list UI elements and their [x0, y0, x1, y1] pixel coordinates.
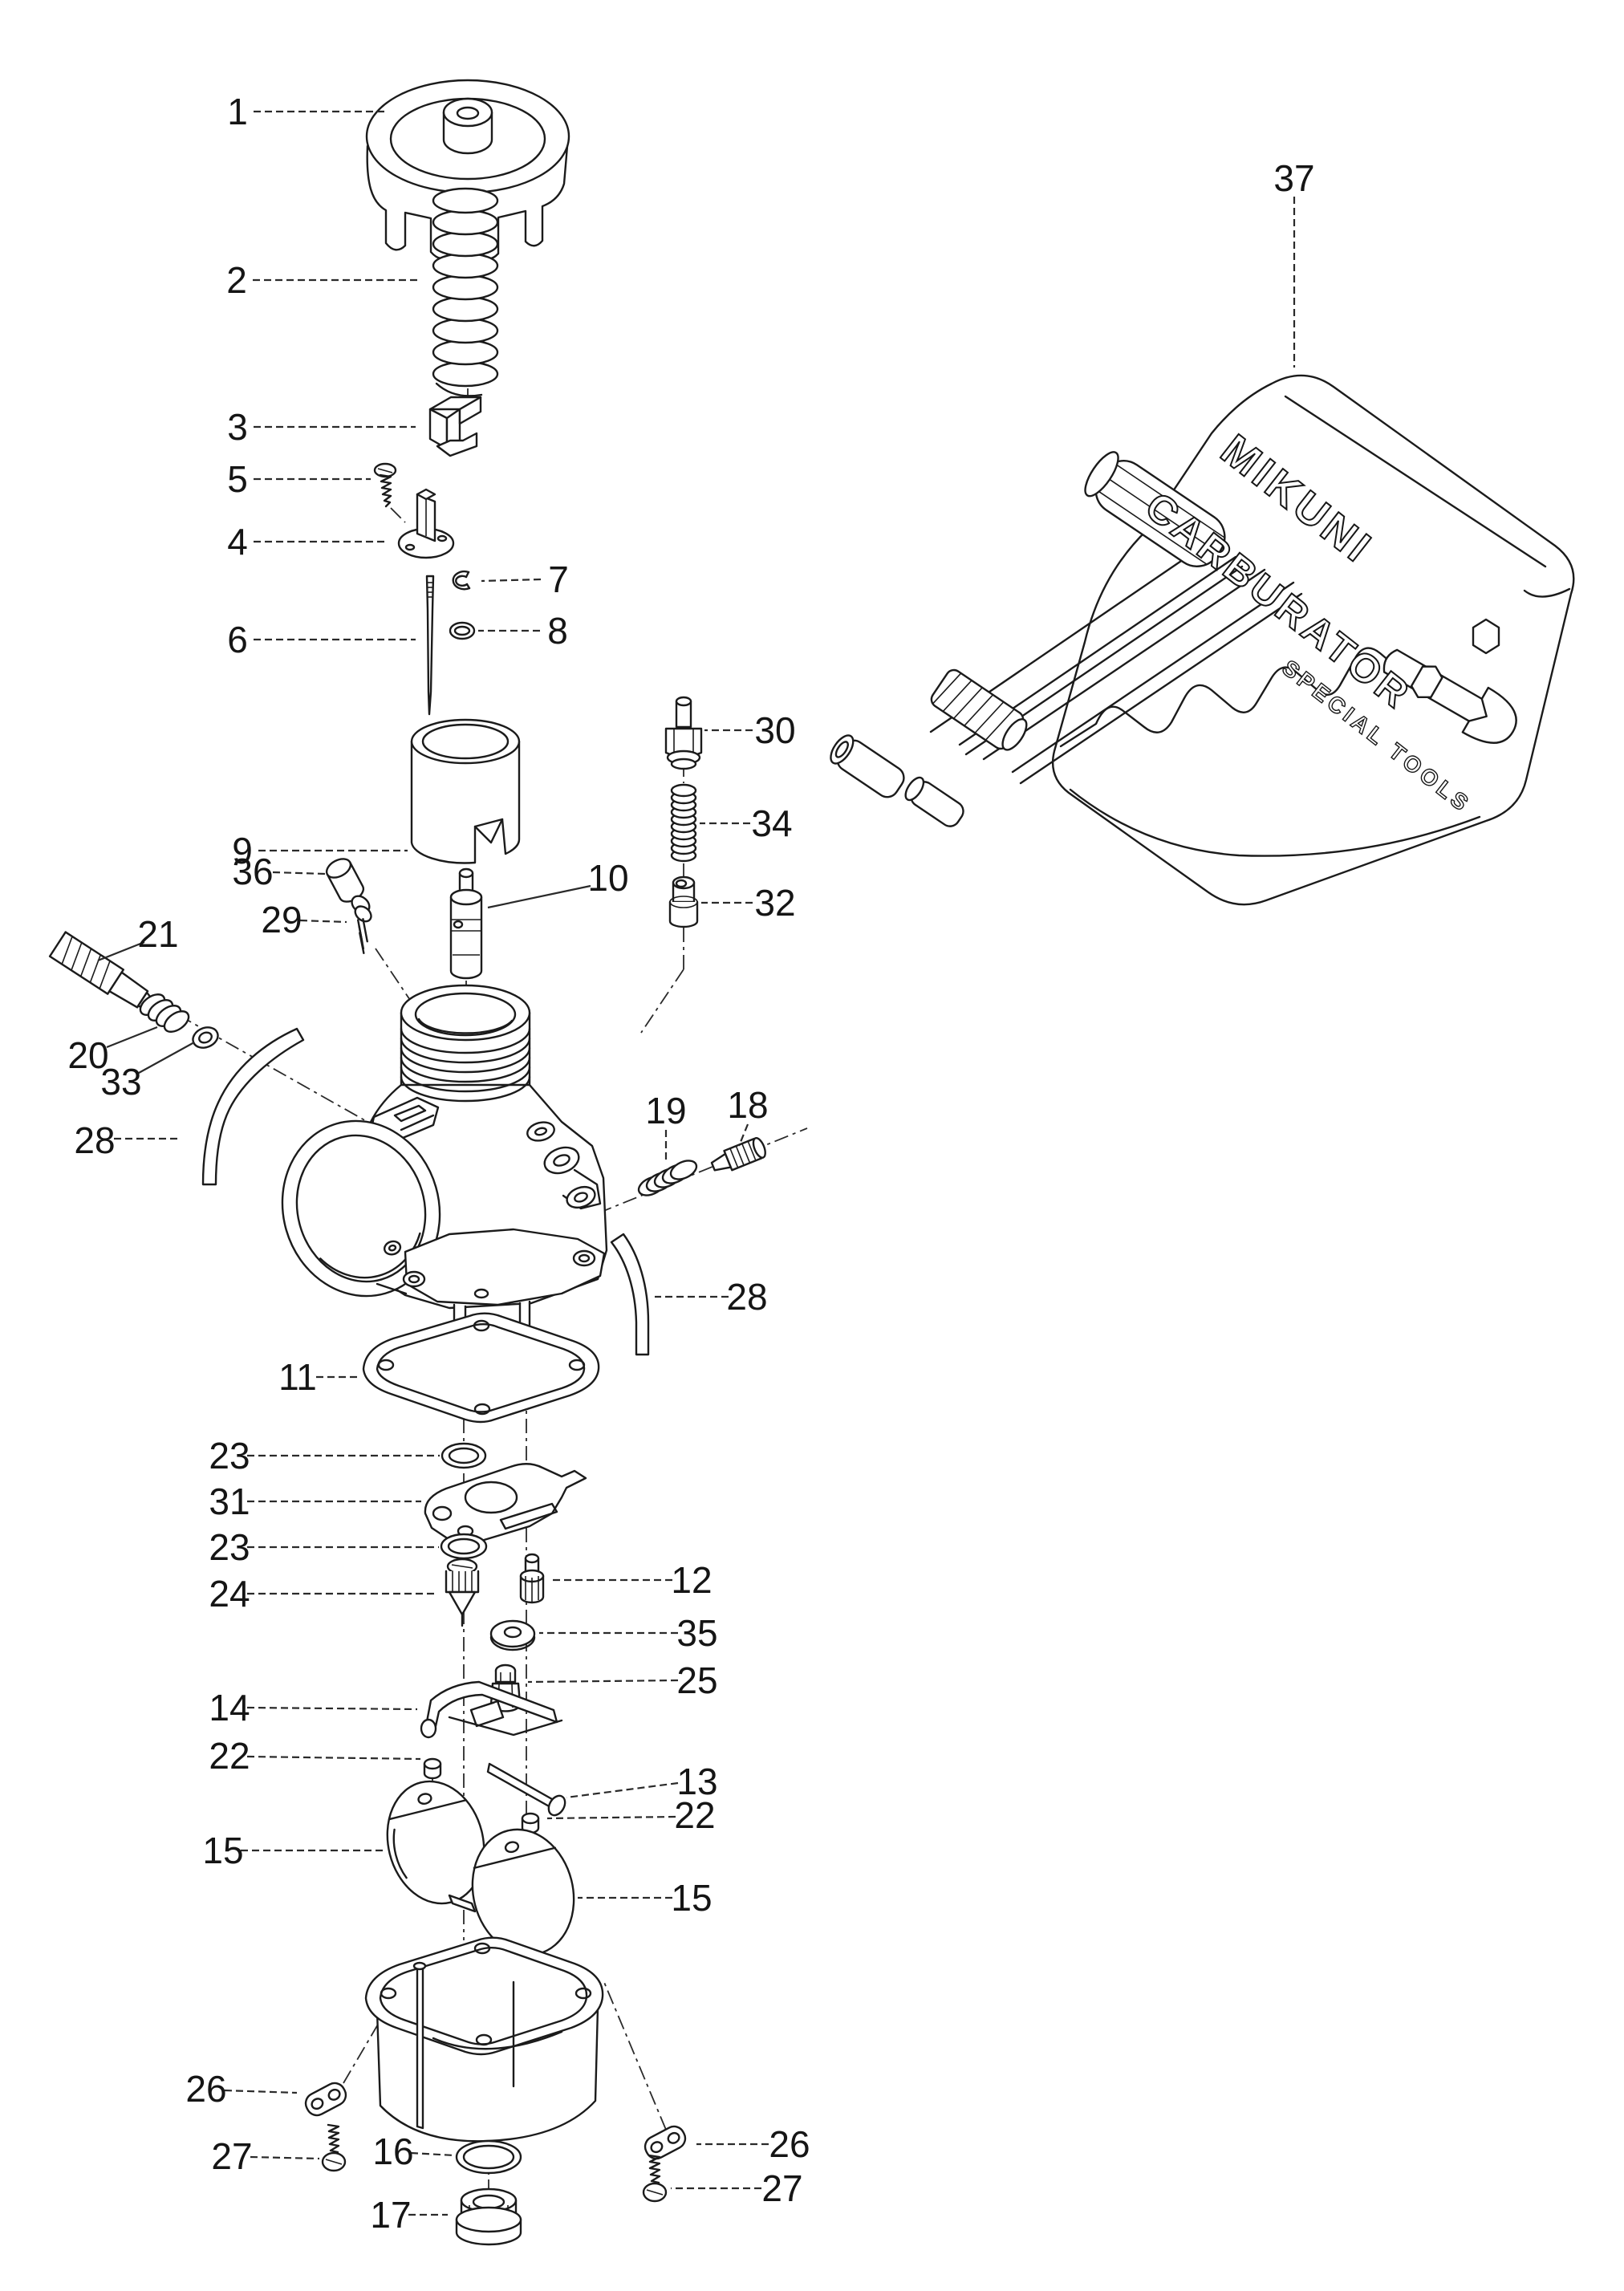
part-baffle-plate	[424, 1463, 587, 1544]
callout-27-left: 27	[211, 2135, 252, 2177]
callout-31: 31	[209, 1481, 250, 1522]
part-float-left	[386, 1780, 485, 1913]
part-bracket-left	[304, 2082, 347, 2117]
callout-26-left: 26	[185, 2068, 226, 2110]
part-float-hinge-pin	[486, 1762, 566, 1817]
part-drain-o-ring	[455, 2139, 522, 2175]
callout-20: 20	[67, 1034, 108, 1076]
callout-17: 17	[370, 2194, 411, 2236]
callout-23-upper: 23	[209, 1435, 250, 1477]
part-retainer-screw	[373, 462, 397, 508]
callout-24: 24	[209, 1573, 250, 1615]
callout-27-right: 27	[761, 2167, 802, 2209]
callout-21: 21	[137, 913, 178, 955]
part-throttle-slide	[410, 718, 521, 864]
part-o-ring-lower	[440, 1533, 488, 1560]
callout-13: 13	[676, 1761, 717, 1802]
callout-22-right: 22	[674, 1794, 715, 1836]
part-plunger-spring	[670, 783, 697, 863]
part-jet-needle	[425, 575, 435, 716]
part-bowl-gasket	[362, 1312, 600, 1424]
part-bowl-screw-left	[321, 2123, 347, 2172]
callout-11: 11	[278, 1356, 317, 1398]
part-bracket-right	[644, 2125, 687, 2160]
part-float-arm	[420, 1680, 563, 1739]
callout-19: 19	[645, 1090, 686, 1131]
part-vent-tube-left	[201, 1027, 305, 1186]
callout-35: 35	[676, 1612, 717, 1654]
part-bowl-screw-right	[642, 2154, 668, 2203]
callout-32: 32	[754, 882, 795, 924]
callout-5: 5	[227, 458, 248, 500]
part-starter-plunger	[668, 875, 699, 928]
callout-37: 37	[1273, 157, 1314, 199]
callout-22-left: 22	[209, 1735, 250, 1777]
part-carburetor-body	[281, 984, 608, 1338]
callout-33: 33	[100, 1061, 141, 1103]
callout-28-left: 28	[74, 1119, 115, 1161]
callout-8: 8	[547, 610, 568, 652]
callout-4: 4	[227, 521, 248, 563]
part-cap-sleeve	[325, 858, 365, 903]
callout-34: 34	[751, 802, 792, 844]
callout-29: 29	[261, 899, 302, 940]
part-starter-jet	[664, 696, 703, 770]
callout-10: 10	[587, 857, 628, 899]
callout-26-right: 26	[769, 2123, 810, 2165]
part-adjuster-spring	[139, 993, 190, 1033]
callout-6: 6	[227, 619, 248, 660]
callout-numbers: 1 2 3 5 4 7 8 6 37 9 36 29 10 30 34 21 3…	[67, 91, 1314, 2236]
callout-18: 18	[727, 1084, 768, 1126]
part-vent-tube-right	[610, 1233, 650, 1356]
part-o-ring-small	[449, 621, 476, 640]
callout-25: 25	[676, 1659, 717, 1701]
callout-9: 9	[232, 830, 253, 871]
callout-2: 2	[226, 259, 247, 301]
part-adjuster-washer	[192, 1026, 219, 1049]
callout-3: 3	[227, 406, 248, 448]
part-idle-screw	[710, 1136, 766, 1172]
part-needle-retainer	[397, 488, 455, 559]
callout-15-left: 15	[202, 1830, 243, 1871]
part-needle-valve	[445, 1558, 480, 1627]
callout-36: 36	[232, 851, 273, 892]
part-e-clip	[452, 570, 471, 591]
callout-14: 14	[209, 1687, 250, 1728]
callout-28-right: 28	[726, 1276, 767, 1318]
callout-23-lower: 23	[209, 1526, 250, 1568]
part-tool-pouch: MIKUNI CARBURATOR SPECIAL TOOLS	[830, 374, 1575, 906]
part-float-bowl	[364, 1936, 604, 2143]
part-slide-spring	[432, 187, 499, 397]
part-adjuster-spring-screw	[351, 895, 372, 954]
part-drain-plug	[455, 2187, 522, 2246]
part-spring-seat-clip	[428, 396, 482, 457]
callout-30: 30	[754, 709, 795, 751]
callout-7: 7	[548, 559, 569, 600]
part-needle-jet	[449, 867, 483, 980]
part-idle-screw-spring	[637, 1160, 698, 1196]
callout-15-right: 15	[671, 1877, 712, 1919]
part-jet-washer	[489, 1619, 536, 1651]
part-o-ring-upper	[441, 1442, 487, 1469]
callout-12: 12	[671, 1559, 712, 1601]
callout-1: 1	[227, 91, 248, 132]
part-pilot-jet	[519, 1553, 545, 1604]
part-float-pin-left	[423, 1757, 442, 1780]
callout-16: 16	[372, 2131, 413, 2172]
leader-lines	[97, 110, 1296, 2216]
